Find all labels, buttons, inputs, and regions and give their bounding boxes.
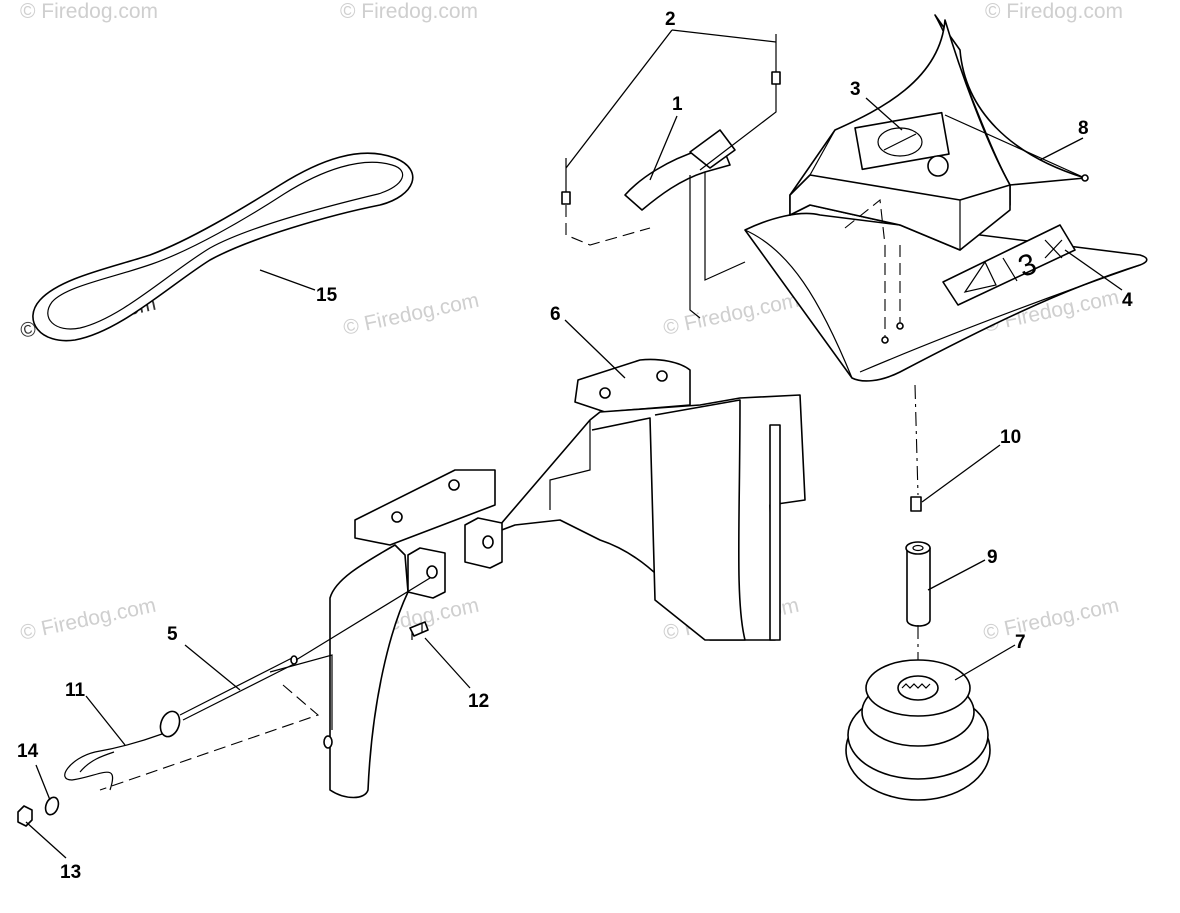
callout-7: 7 <box>1015 632 1026 653</box>
watermark-top-center: © Firedog.com <box>340 0 478 23</box>
watermark-top-right: © Firedog.com <box>985 0 1123 23</box>
callout-9: 9 <box>987 547 998 568</box>
callout-labels: 2 1 3 8 4 15 6 10 9 7 5 11 12 14 13 <box>17 9 1133 883</box>
phantom-lines-latch <box>565 84 777 319</box>
shaft-spacer-part <box>905 541 931 680</box>
lanyard-part <box>64 710 181 791</box>
callout-2: 2 <box>665 9 676 30</box>
callout-5: 5 <box>167 624 178 645</box>
callout-8: 8 <box>1078 118 1089 139</box>
belt-part <box>32 152 414 342</box>
support-bracket-part <box>323 544 409 799</box>
callout-12: 12 <box>468 691 489 712</box>
callout-6: 6 <box>550 304 561 325</box>
callout-14: 14 <box>17 741 39 762</box>
watermark-mid-right: © Firedog.com <box>661 289 801 340</box>
centerline-chute-axis <box>914 384 919 496</box>
hex-nut-part <box>17 805 33 827</box>
rivets-part <box>561 34 781 205</box>
leader-lines <box>25 29 1123 859</box>
pin-part <box>99 577 431 791</box>
washer-part <box>44 796 60 816</box>
callout-4: 4 <box>1122 290 1133 311</box>
nut-part <box>910 496 922 512</box>
callout-10: 10 <box>1000 427 1021 448</box>
callout-3: 3 <box>850 79 861 100</box>
callout-13: 13 <box>60 862 81 883</box>
callout-1: 1 <box>672 94 683 115</box>
callout-11: 11 <box>65 680 86 701</box>
watermark-mid-center: © Firedog.com <box>341 289 481 340</box>
pulley-part <box>845 659 991 801</box>
callout-15: 15 <box>316 285 338 306</box>
latch-part <box>624 129 736 211</box>
watermark-top-left: © Firedog.com <box>20 0 158 23</box>
chute-housing-part <box>789 14 1089 344</box>
screw-part <box>409 621 429 640</box>
watermark-low-left: © Firedog.com <box>18 594 158 645</box>
watermark-low-far-right: © Firedog.com <box>981 594 1121 645</box>
chute-mount-bracket-part <box>354 358 806 641</box>
